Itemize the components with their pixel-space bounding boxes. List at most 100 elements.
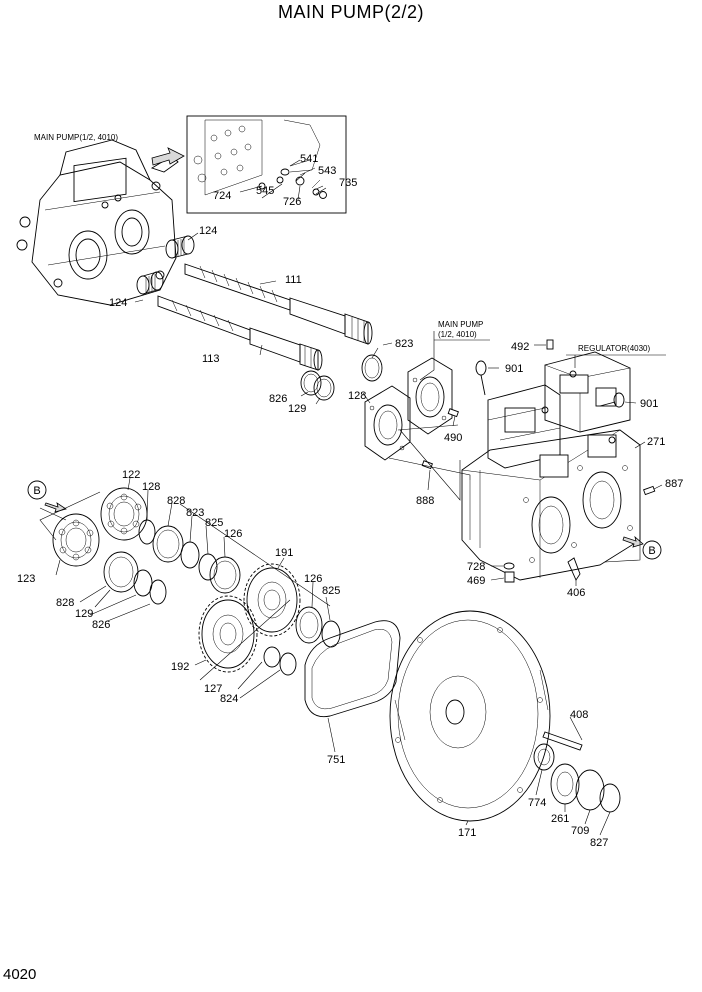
reference-marker-b-right: B [622, 535, 662, 560]
snap-ring-823-lower [180, 541, 200, 569]
marker-b-left-label: B [33, 485, 40, 497]
callout-191: 191 [275, 547, 293, 559]
main-pump-ref-top: MAIN PUMP(1/2, 4010) [34, 133, 118, 142]
callout-171: 171 [458, 827, 476, 839]
main-pump-ref-mid-2: (1/2, 4010) [438, 330, 477, 339]
bolt-408 [542, 731, 583, 751]
callout-709: 709 [571, 825, 589, 837]
callout-545: 545 [256, 185, 274, 197]
callout-406: 406 [567, 587, 585, 599]
ring-129-lower [133, 569, 153, 597]
marker-b-right-label: B [648, 545, 655, 557]
callout-726: 726 [283, 196, 301, 208]
callout-129-lower: 129 [75, 608, 93, 620]
callout-826-lower: 826 [92, 619, 110, 631]
callout-887: 887 [665, 478, 683, 490]
callout-128-lower: 128 [142, 481, 160, 493]
port-detail-inset [186, 115, 347, 214]
ring-127 [263, 646, 281, 668]
ring-824 [279, 652, 297, 676]
callout-labels: 541 543 545 724 726 735 124 124 111 113 … [17, 153, 683, 849]
gear-191 [243, 563, 301, 637]
snap-ring-823-upper [361, 354, 383, 382]
callout-541: 541 [300, 153, 318, 165]
callout-127: 127 [204, 683, 222, 695]
gear-192 [198, 595, 258, 673]
callout-123: 123 [17, 573, 35, 585]
callout-126-lower: 126 [304, 573, 322, 585]
callout-901-right: 901 [640, 398, 658, 410]
callout-825-lower: 825 [322, 585, 340, 597]
plug-469 [504, 571, 515, 583]
drive-shaft-111 [184, 263, 373, 345]
callout-735: 735 [339, 177, 357, 189]
leader-lines [39, 159, 666, 836]
pin-887 [643, 485, 656, 496]
callout-271: 271 [647, 436, 665, 448]
callout-124-lower: 124 [109, 297, 127, 309]
callout-129-upper: 129 [288, 403, 306, 415]
callout-408: 408 [570, 709, 588, 721]
callout-543: 543 [318, 165, 336, 177]
callout-128-upper: 128 [348, 390, 366, 402]
callout-823-upper: 823 [395, 338, 413, 350]
callout-492: 492 [511, 341, 529, 353]
callout-823-lower: 823 [186, 507, 204, 519]
callout-751: 751 [327, 754, 345, 766]
callout-490: 490 [444, 432, 462, 444]
ring-825-upper [198, 553, 218, 581]
ball-bearing-122 [100, 487, 148, 541]
reference-marker-b-left: B [27, 480, 67, 513]
eye-bolt-901-right [599, 392, 625, 408]
ring-825-lower [321, 620, 341, 648]
plug-492 [546, 339, 554, 350]
o-ring-728 [503, 562, 515, 570]
callout-824: 824 [220, 693, 238, 705]
ring-828-lower [103, 551, 139, 593]
oil-seal-774 [533, 743, 555, 771]
callout-828-upper: 828 [167, 495, 185, 507]
ring-828-upper [152, 525, 184, 563]
page-title: MAIN PUMP(2/2) [277, 2, 425, 22]
callout-828-lower: 828 [56, 597, 74, 609]
callout-261: 261 [551, 813, 569, 825]
ball-bearing-123 [52, 513, 100, 567]
bearing-124-upper [165, 235, 195, 259]
main-pump-ref-mid-1: MAIN PUMP [438, 320, 483, 329]
callout-888: 888 [416, 495, 434, 507]
callout-469: 469 [467, 575, 485, 587]
regulator-block [487, 351, 631, 478]
o-ring-709 [575, 769, 605, 811]
callout-192: 192 [171, 661, 189, 673]
callout-122: 122 [122, 469, 140, 481]
ring-126-lower [295, 606, 323, 644]
callout-728: 728 [467, 561, 485, 573]
callout-774: 774 [528, 797, 546, 809]
pump-casing-271 [461, 429, 641, 581]
cover-128-mid [364, 385, 411, 461]
eye-bolt-901-left [475, 360, 487, 396]
callout-826-upper: 826 [269, 393, 287, 405]
callout-124-upper: 124 [199, 225, 217, 237]
bearing-124-lower [136, 271, 164, 295]
pin-490 [447, 408, 459, 418]
inset-pointer-arrow [151, 147, 185, 166]
callout-126-upper: 126 [224, 528, 242, 540]
callout-901-left: 901 [505, 363, 523, 375]
ring-129-upper [313, 375, 335, 401]
callout-724: 724 [213, 190, 231, 202]
callout-825-upper: 825 [205, 517, 223, 529]
page-number: 4020 [3, 966, 37, 983]
callout-827: 827 [590, 837, 608, 849]
callout-111: 111 [285, 274, 302, 286]
gear-housing-171 [389, 610, 551, 822]
ring-826-lower [149, 579, 167, 605]
gasket-751 [304, 620, 401, 718]
ring-126-upper [209, 556, 241, 594]
cover-128-ref [407, 357, 453, 435]
callout-113: 113 [202, 353, 220, 365]
ring-128-lower [138, 519, 156, 545]
regulator-ref: REGULATOR(4030) [578, 344, 651, 353]
drive-shaft-113 [157, 295, 323, 371]
